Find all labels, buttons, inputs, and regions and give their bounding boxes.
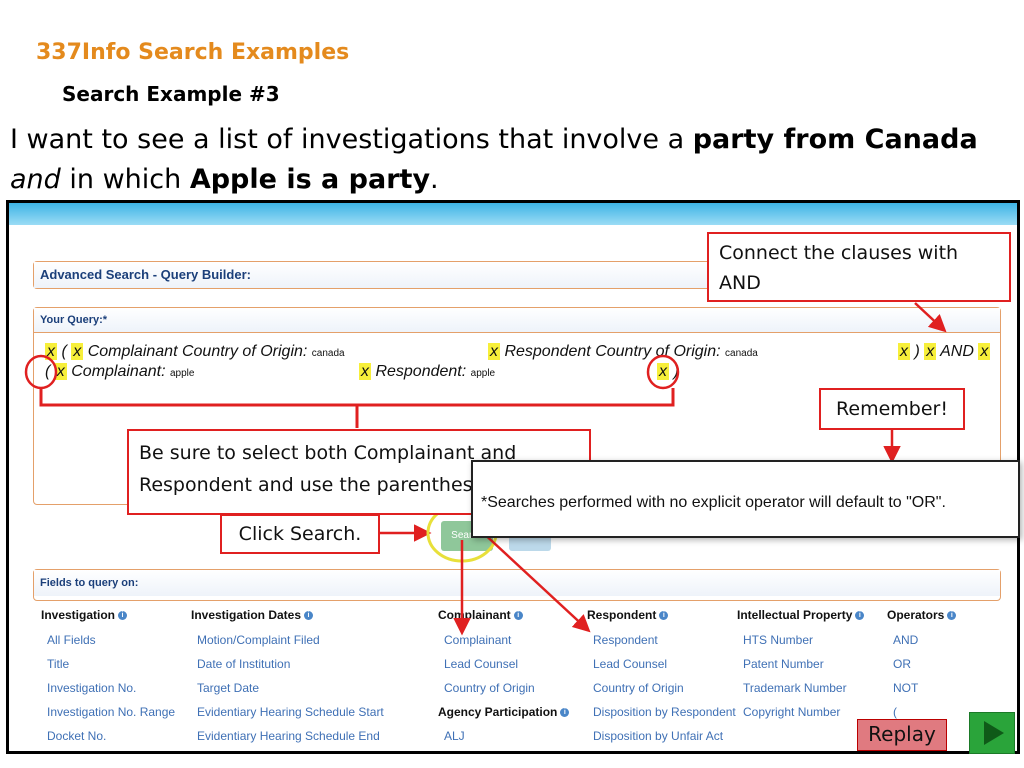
remember-callout: Remember! — [819, 388, 965, 430]
info-icon[interactable]: i — [513, 611, 523, 621]
info-icon[interactable]: i — [560, 708, 570, 718]
field-link-investigation[interactable]: All Fields — [47, 633, 96, 647]
column-head-label: Complainant — [438, 608, 511, 622]
body-italic: and — [10, 164, 61, 195]
fields-panel: Fields to query on: — [33, 569, 1001, 601]
remove-clause-x[interactable]: x — [657, 363, 669, 380]
remove-clause-x[interactable]: x — [71, 343, 84, 360]
column-head-label: Operators — [887, 608, 945, 622]
field-link-complainant[interactable]: Country of Origin — [444, 681, 535, 695]
info-icon[interactable]: i — [118, 611, 128, 621]
field-link-investigation-dates[interactable]: Evidentiary Hearing Schedule End — [197, 729, 380, 743]
info-icon[interactable]: i — [304, 611, 314, 621]
column-head-label: Investigation — [41, 608, 116, 622]
column-head-label: Agency Participation — [438, 705, 558, 719]
column-head-label: Respondent — [587, 608, 657, 622]
click-search-callout: Click Search. — [220, 514, 380, 554]
next-button[interactable] — [969, 712, 1015, 754]
query-line-1c: x ) x AND x — [898, 343, 991, 361]
field-link-intellectual-property[interactable]: Copyright Number — [743, 705, 841, 719]
field-link-operators[interactable]: AND — [893, 633, 919, 647]
remove-clause-x[interactable]: x — [54, 363, 67, 380]
respondent-country-label: Respondent Country of Origin: — [504, 343, 721, 360]
or-default-tooltip: *Searches performed with no explicit ope… — [471, 460, 1020, 538]
info-icon[interactable]: i — [855, 611, 865, 621]
field-link-operators[interactable]: OR — [893, 657, 911, 671]
field-link-operators[interactable]: ( — [893, 705, 897, 719]
body-end: . — [430, 164, 439, 195]
remove-clause-x[interactable]: x — [45, 343, 57, 360]
field-link-respondent[interactable]: Country of Origin — [593, 681, 684, 695]
field-link-investigation-dates[interactable]: Evidentiary Hearing Schedule Start — [197, 705, 384, 719]
field-link-respondent[interactable]: Lead Counsel — [593, 657, 668, 671]
query-line-2c: x ) — [657, 363, 679, 381]
info-icon[interactable]: i — [659, 611, 669, 621]
field-link-investigation[interactable]: Title — [47, 657, 70, 671]
open-paren: ( — [45, 363, 51, 380]
field-link-respondent[interactable]: Disposition by Respondent — [593, 705, 736, 719]
connect-callout: Connect the clauses with AND — [707, 232, 1011, 302]
browser-top-bar — [9, 203, 1017, 225]
open-paren: ( — [61, 343, 67, 360]
field-link-investigation[interactable]: Investigation No. Range — [47, 705, 176, 719]
remove-clause-x[interactable]: x — [898, 343, 910, 360]
slide-subtitle: Search Example #3 — [62, 82, 280, 106]
field-link-investigation-dates[interactable]: Date of Institution — [197, 657, 291, 671]
field-link-respondent[interactable]: Disposition by Unfair Act — [593, 729, 724, 743]
body-bold-1: party from Canada — [692, 124, 978, 155]
query-line-1: x ( x Complainant Country of Origin: can… — [45, 343, 345, 361]
field-link-investigation-dates[interactable]: Motion/Complaint Filed — [197, 633, 320, 647]
complainant-country-value: canada — [311, 348, 345, 359]
field-link-investigation-dates[interactable]: Target Date — [197, 681, 260, 695]
fields-title: Fields to query on: — [34, 570, 1000, 596]
remove-clause-x[interactable]: x — [978, 343, 991, 360]
info-icon[interactable]: i — [947, 611, 957, 621]
close-paren: ) — [914, 343, 920, 360]
remove-clause-x[interactable]: x — [924, 343, 937, 360]
your-query-label: Your Query:* — [34, 308, 1000, 333]
field-link-investigation[interactable]: Investigation No. — [47, 681, 137, 695]
close-paren: ) — [673, 363, 679, 380]
body-bold-2: Apple is a party — [189, 164, 431, 195]
tooltip-text: *Searches performed with no explicit ope… — [481, 494, 946, 511]
field-link-complainant[interactable]: Lead Counsel — [444, 657, 519, 671]
field-link-agency[interactable]: ALJ — [444, 729, 465, 743]
column-head-label: Investigation Dates — [191, 608, 302, 622]
respondent-label: Respondent: — [375, 363, 467, 380]
respondent-value: apple — [470, 368, 496, 379]
remove-clause-x[interactable]: x — [359, 363, 371, 380]
field-link-intellectual-property[interactable]: HTS Number — [743, 633, 814, 647]
field-link-operators[interactable]: NOT — [893, 681, 919, 695]
remove-clause-x[interactable]: x — [488, 343, 500, 360]
field-link-intellectual-property[interactable]: Patent Number — [743, 657, 824, 671]
column-head-label: Intellectual Property — [737, 608, 853, 622]
field-link-respondent[interactable]: Respondent — [593, 633, 658, 647]
play-icon — [984, 721, 1004, 745]
body-text-2: in which — [60, 164, 190, 195]
query-line-2b: x Respondent: apple — [359, 363, 495, 381]
complainant-label: Complainant: — [71, 363, 166, 380]
replay-button[interactable]: Replay — [857, 719, 947, 751]
query-line-1b: x Respondent Country of Origin: canada — [488, 343, 758, 361]
field-link-investigation[interactable]: Docket No. — [47, 729, 107, 743]
complainant-value: apple — [169, 368, 195, 379]
and-operator: AND — [940, 343, 974, 360]
complainant-country-label: Complainant Country of Origin: — [87, 343, 308, 360]
body-text-1: I want to see a list of investigations t… — [10, 124, 693, 155]
slide-title: 337Info Search Examples — [36, 40, 350, 65]
field-link-complainant[interactable]: Complainant — [444, 633, 512, 647]
field-link-intellectual-property[interactable]: Trademark Number — [743, 681, 847, 695]
respondent-country-value: canada — [725, 348, 758, 359]
slide-body: I want to see a list of investigations t… — [10, 120, 1010, 200]
query-line-2: ( x Complainant: apple — [45, 363, 194, 381]
